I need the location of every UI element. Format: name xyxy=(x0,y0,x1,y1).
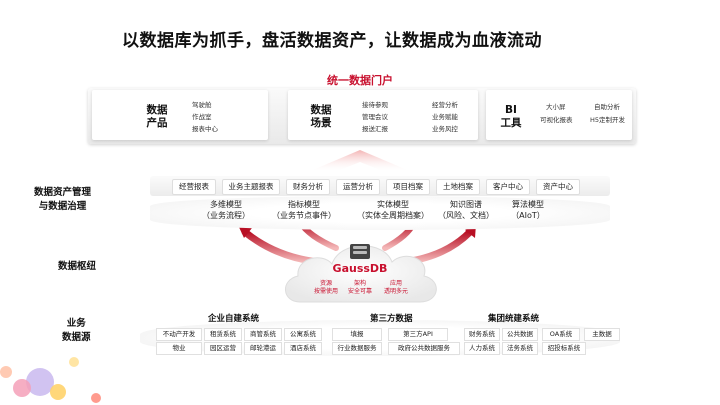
topic-pill[interactable]: 客户中心 xyxy=(486,179,530,195)
source-system[interactable]: 填报 xyxy=(332,328,382,341)
model-entity[interactable]: 实体模型 （实体全周期档案） xyxy=(350,199,436,221)
model-desc: （风险、文档） xyxy=(438,211,494,220)
portal-title: 统一数据门户 xyxy=(327,74,393,87)
model-desc: （业务流程） xyxy=(202,211,250,220)
source-system[interactable]: 酒店系统 xyxy=(284,342,322,355)
source-system[interactable]: 公寓系统 xyxy=(284,328,322,341)
up-chevron-arrow-icon xyxy=(308,150,412,172)
bi-tools-item[interactable]: 大小屏 xyxy=(546,103,566,111)
model-multidim[interactable]: 多维模型 （业务流程） xyxy=(196,199,256,221)
topic-pill[interactable]: 项目档案 xyxy=(386,179,430,195)
source-group-title: 企业自建系统 xyxy=(208,314,260,324)
source-system[interactable]: 公共数据 xyxy=(502,328,538,341)
decor-bubble xyxy=(69,357,79,367)
model-algorithm[interactable]: 算法模型 （AIoT） xyxy=(500,199,556,221)
topic-pill[interactable]: 土地档案 xyxy=(436,179,480,195)
topic-pill[interactable]: 业务主题报表 xyxy=(222,179,280,195)
source-group-title: 集团统建系统 xyxy=(488,314,540,324)
page-title: 以数据库为抓手，盘活数据资产，让数据成为血液流动 xyxy=(122,31,542,51)
model-name: 指标模型 xyxy=(288,200,320,209)
gauss-feature: 资源 按需使用 xyxy=(313,280,338,295)
model-desc: （实体全周期档案） xyxy=(357,211,429,220)
source-system[interactable]: 主数据 xyxy=(584,328,620,341)
source-system[interactable]: 物业 xyxy=(156,342,202,355)
model-desc: （AIoT） xyxy=(511,211,545,220)
topic-pill[interactable]: 财务分析 xyxy=(286,179,330,195)
source-system[interactable]: 招投标系统 xyxy=(542,342,586,355)
topic-pill[interactable]: 运营分析 xyxy=(336,179,380,195)
data-product-item[interactable]: 作战室 xyxy=(192,113,212,121)
model-knowledge-graph[interactable]: 知识图谱 （风险、文档） xyxy=(436,199,496,221)
model-name: 知识图谱 xyxy=(450,200,482,209)
data-product-label: 数据 产品 xyxy=(146,104,168,129)
source-system[interactable]: 第三方API xyxy=(388,328,448,341)
bi-tools-label: BI 工具 xyxy=(500,104,522,129)
source-system[interactable]: 不动产开发 xyxy=(156,328,202,341)
data-scene-item[interactable]: 经营分析 xyxy=(432,101,458,109)
gauss-feature: 架构 安全可靠 xyxy=(347,280,372,295)
data-product-item[interactable]: 驾驶舱 xyxy=(192,101,212,109)
decor-bubble xyxy=(13,379,31,397)
source-system[interactable]: 园区运营 xyxy=(204,342,242,355)
gauss-feature: 应用 透明多元 xyxy=(383,280,408,295)
data-scene-item[interactable]: 接待参观 xyxy=(362,101,388,109)
data-scene-item[interactable]: 业务赋能 xyxy=(432,113,458,121)
model-band xyxy=(150,196,610,230)
source-system[interactable]: 法务系统 xyxy=(502,342,538,355)
model-name: 实体模型 xyxy=(377,200,409,209)
portal-card-bi-tools[interactable] xyxy=(486,90,632,140)
gaussdb-label: GaussDB xyxy=(332,262,388,275)
bi-tools-item[interactable]: 可视化报表 xyxy=(540,116,573,124)
source-system[interactable]: OA系统 xyxy=(542,328,580,341)
topic-pill[interactable]: 资产中心 xyxy=(536,179,580,195)
model-name: 多维模型 xyxy=(210,200,242,209)
source-system[interactable]: 商管系统 xyxy=(244,328,282,341)
topic-pill[interactable]: 经营报表 xyxy=(172,179,216,195)
hub-label: 数据枢纽 xyxy=(58,261,97,272)
source-system[interactable]: 政府公共数据服务 xyxy=(388,342,460,355)
source-system[interactable]: 财务系统 xyxy=(464,328,500,341)
bi-tools-item[interactable]: 自助分析 xyxy=(594,103,620,111)
data-scene-item[interactable]: 业务风控 xyxy=(432,125,458,133)
decor-bubble xyxy=(50,384,66,400)
data-scene-label: 数据 场景 xyxy=(310,104,332,129)
decor-bubble xyxy=(0,366,12,378)
bi-tools-item[interactable]: H5定制开发 xyxy=(590,116,626,124)
decor-bubble xyxy=(26,368,54,396)
data-scene-item[interactable]: 管理会议 xyxy=(362,113,388,121)
curve-arrow-icon xyxy=(241,228,322,266)
model-indicator[interactable]: 指标模型 （业务节点事件） xyxy=(266,199,342,221)
data-product-item[interactable]: 报表中心 xyxy=(192,125,218,133)
sources-label: 业务 数据源 xyxy=(62,318,91,343)
source-system[interactable]: 租赁系统 xyxy=(204,328,242,341)
source-system[interactable]: 行业数据服务 xyxy=(332,342,382,355)
source-system[interactable]: 人力系统 xyxy=(464,342,500,355)
source-system[interactable]: 邮轮港运 xyxy=(244,342,282,355)
source-group-title: 第三方数据 xyxy=(370,314,413,324)
database-icon xyxy=(350,244,370,259)
decor-bubble xyxy=(91,393,101,403)
portal-card-data-product[interactable] xyxy=(92,90,268,140)
model-name: 算法模型 xyxy=(512,200,544,209)
portal-card-data-scene[interactable] xyxy=(288,90,478,140)
model-desc: （业务节点事件） xyxy=(272,211,336,220)
governance-label: 数据资产管理 与数据治理 xyxy=(34,187,92,212)
data-scene-item[interactable]: 报送汇报 xyxy=(362,125,388,133)
